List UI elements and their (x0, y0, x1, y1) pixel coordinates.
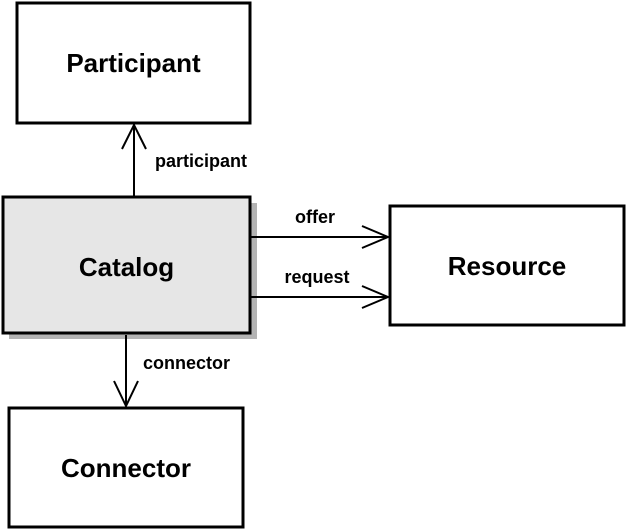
edge-participant-label: participant (155, 151, 247, 171)
catalog-label: Catalog (79, 252, 174, 282)
edge-request[interactable]: request (250, 267, 391, 309)
node-catalog[interactable]: Catalog (1, 195, 257, 339)
node-resource[interactable]: Resource (388, 204, 626, 327)
edge-request-label: request (284, 267, 349, 287)
arrowhead-up-icon (121, 122, 147, 150)
arrowhead-right-icon (361, 285, 391, 309)
arrowhead-down-icon (113, 380, 139, 409)
participant-box (15, 1, 252, 125)
edge-offer-label: offer (295, 207, 335, 227)
connector-label: Connector (61, 453, 191, 483)
edge-participant[interactable]: participant (121, 122, 247, 197)
participant-label: Participant (66, 48, 201, 78)
resource-box (388, 204, 626, 327)
edge-connector[interactable]: connector (113, 335, 230, 409)
edge-connector-label: connector (143, 353, 230, 373)
connector-box (7, 406, 245, 529)
node-participant[interactable]: Participant (15, 1, 252, 125)
edge-offer[interactable]: offer (250, 207, 391, 249)
catalog-box (1, 195, 252, 335)
arrowhead-right-icon (361, 225, 391, 249)
resource-label: Resource (448, 251, 567, 281)
node-connector[interactable]: Connector (7, 406, 245, 529)
